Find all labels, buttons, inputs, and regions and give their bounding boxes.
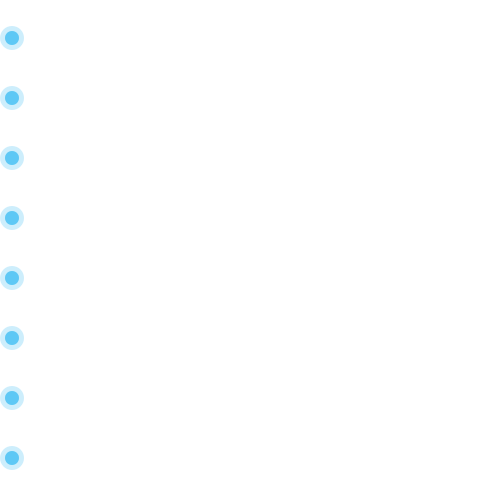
list-item — [0, 146, 477, 170]
status-dot-icon — [0, 326, 24, 350]
list-item — [0, 86, 477, 110]
status-dot-icon — [0, 86, 24, 110]
status-dot-icon — [0, 446, 24, 470]
status-dot-icon — [0, 206, 24, 230]
status-dot-icon — [0, 26, 24, 50]
status-dot-icon — [0, 146, 24, 170]
list-item — [0, 206, 477, 230]
status-dot-icon — [0, 266, 24, 290]
list-item — [0, 266, 477, 290]
list-item — [0, 446, 477, 470]
list-item — [0, 26, 477, 50]
list-item — [0, 386, 477, 410]
list-item — [0, 326, 477, 350]
status-dot-icon — [0, 386, 24, 410]
